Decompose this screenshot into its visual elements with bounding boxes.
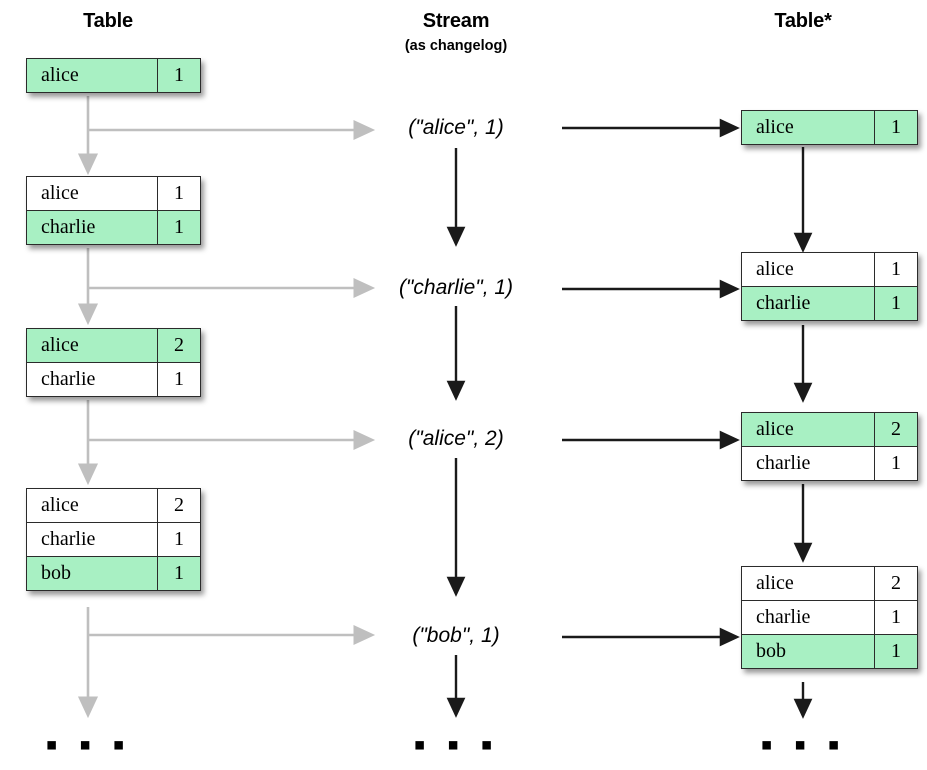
- table-cell-value: 1: [874, 110, 918, 145]
- table-row: alice 2: [741, 566, 918, 601]
- table-cell-value: 2: [874, 412, 918, 447]
- table-row: charlie 1: [741, 446, 918, 481]
- column-heading-table-star: Table*: [774, 10, 832, 32]
- stream-event-3: ("alice", 2): [408, 427, 504, 450]
- column-heading-stream: Stream: [422, 10, 490, 32]
- table-cell-value: 2: [157, 328, 201, 363]
- table-cell-key: alice: [26, 328, 158, 363]
- table-row: bob 1: [26, 556, 201, 591]
- table-cell-value: 2: [157, 488, 201, 523]
- stream-event-1: ("alice", 1): [408, 116, 504, 139]
- table-cell-value: 1: [874, 252, 918, 287]
- table-row: alice 1: [26, 176, 201, 211]
- column-heading-table: Table: [83, 10, 133, 32]
- table-cell-value: 1: [157, 176, 201, 211]
- table-cell-key: charlie: [26, 522, 158, 557]
- table-row: alice 1: [741, 252, 918, 287]
- column-subheading-stream: (as changelog): [404, 38, 508, 54]
- table-cell-key: charlie: [26, 210, 158, 245]
- table-row: charlie 1: [26, 522, 201, 557]
- table-cell-key: charlie: [741, 446, 875, 481]
- table-cell-key: alice: [26, 58, 158, 93]
- table-cell-key: alice: [741, 566, 875, 601]
- left-table-2: alice 1 charlie 1: [26, 176, 201, 245]
- right-table-4: alice 2 charlie 1 bob 1: [741, 566, 918, 669]
- table-cell-key: alice: [741, 412, 875, 447]
- table-row: bob 1: [741, 634, 918, 669]
- table-cell-value: 1: [874, 600, 918, 635]
- stream-to-table-arrows: [562, 118, 740, 647]
- stream-event-2: ("charlie", 1): [398, 276, 514, 299]
- table-cell-value: 2: [874, 566, 918, 601]
- table-cell-value: 1: [874, 634, 918, 669]
- table-row: charlie 1: [741, 600, 918, 635]
- table-cell-key: charlie: [741, 600, 875, 635]
- table-cell-value: 1: [157, 362, 201, 397]
- left-table-1: alice 1: [26, 58, 201, 93]
- table-cell-key: charlie: [741, 286, 875, 321]
- table-cell-value: 1: [874, 286, 918, 321]
- table-cell-key: alice: [741, 110, 875, 145]
- table-row: charlie 1: [26, 362, 201, 397]
- table-cell-value: 1: [157, 522, 201, 557]
- table-row: alice 2: [26, 488, 201, 523]
- left-table-3: alice 2 charlie 1: [26, 328, 201, 397]
- ellipsis-middle: ▪ ▪ ▪: [413, 726, 499, 764]
- table-row: alice 1: [741, 110, 918, 145]
- ellipsis-right: ▪ ▪ ▪: [760, 726, 846, 764]
- table-row: alice 2: [741, 412, 918, 447]
- table-cell-value: 1: [874, 446, 918, 481]
- ellipsis-left: ▪ ▪ ▪: [45, 726, 131, 764]
- stream-event-4: ("bob", 1): [412, 624, 500, 647]
- table-cell-key: alice: [741, 252, 875, 287]
- table-cell-value: 1: [157, 58, 201, 93]
- table-cell-key: alice: [26, 488, 158, 523]
- table-cell-key: bob: [26, 556, 158, 591]
- right-table-1: alice 1: [741, 110, 918, 145]
- table-row: charlie 1: [26, 210, 201, 245]
- table-cell-value: 1: [157, 210, 201, 245]
- table-row: charlie 1: [741, 286, 918, 321]
- table-row: alice 2: [26, 328, 201, 363]
- table-row: alice 1: [26, 58, 201, 93]
- table-cell-key: alice: [26, 176, 158, 211]
- table-cell-value: 1: [157, 556, 201, 591]
- table-cell-key: charlie: [26, 362, 158, 397]
- table-cell-key: bob: [741, 634, 875, 669]
- right-table-2: alice 1 charlie 1: [741, 252, 918, 321]
- right-table-3: alice 2 charlie 1: [741, 412, 918, 481]
- left-table-4: alice 2 charlie 1 bob 1: [26, 488, 201, 591]
